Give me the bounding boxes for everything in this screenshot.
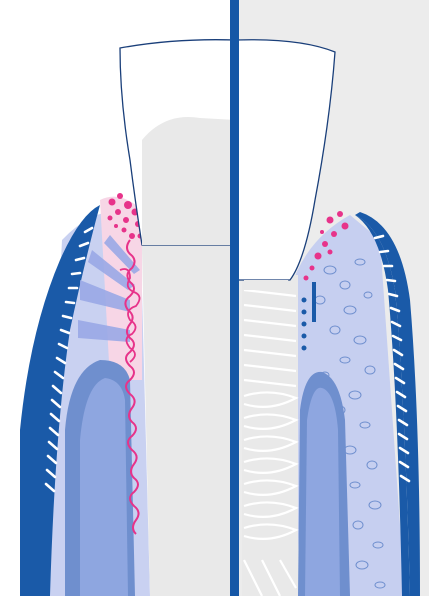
crown-dentine-shadow	[142, 117, 236, 245]
center-divider	[230, 0, 239, 596]
bone-inner-right-light	[305, 388, 340, 596]
tooth-root-left-inner	[80, 378, 128, 596]
abutment	[244, 280, 292, 290]
natural-tooth-side	[20, 40, 236, 596]
implant-collar-bar	[312, 282, 316, 322]
